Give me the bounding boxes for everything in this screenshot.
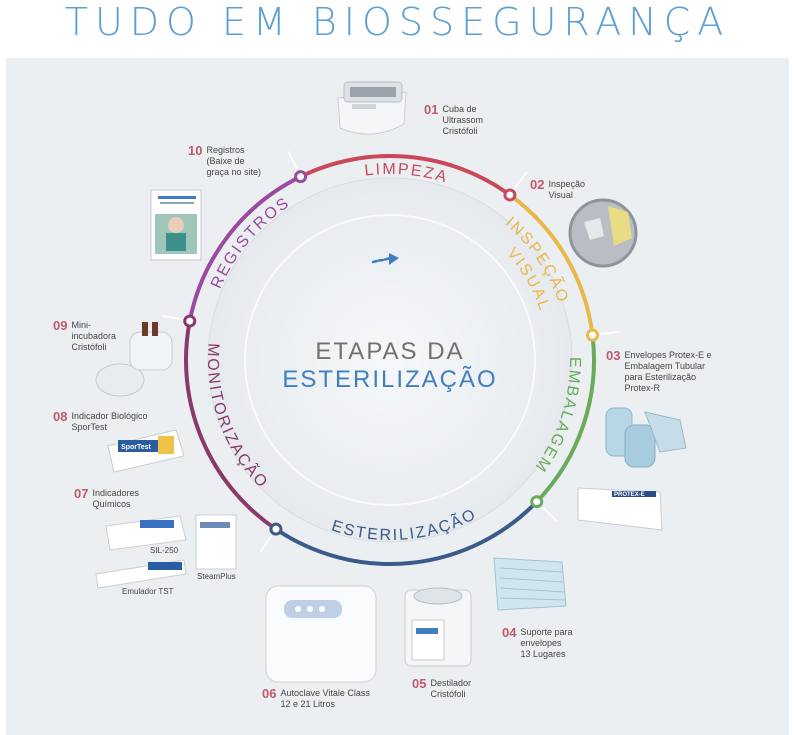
item-01-number: 01 [424,102,439,117]
item-06-number: 06 [262,686,277,701]
stage-node-tick-4 [541,506,558,522]
inspection-lens-image [568,198,638,268]
item-04-number: 04 [502,625,517,640]
item-03-number: 03 [606,348,621,363]
item-02-number: 02 [530,177,545,192]
page-title: TUDO EM BIOSSEGURANÇA [64,0,731,44]
sil-250-caption: SIL-250 [150,546,179,555]
center-title-line2: ESTERILIZAÇÃO [282,366,498,393]
chemical-indicators-image [95,514,237,589]
emulador-tst-caption: Emulador TST [122,587,174,596]
stage-node-tick-1 [287,151,298,170]
stage-node-tick-2 [514,171,527,189]
center-title-line1: ETAPAS DA [315,338,465,365]
stage-arc-2 [507,192,595,338]
mini-incubator-image [95,322,173,397]
stage-node-2 [503,188,517,202]
stage-arc-5 [184,319,278,532]
stage-arc-1 [298,154,512,197]
stage-node-4 [530,495,544,509]
stage-node-5 [269,522,283,536]
stage-node-tick-3 [600,330,621,335]
ultrasonic-tub-image [337,81,407,135]
item-08-number: 08 [53,409,68,424]
sportest-box-label: SporTest [121,444,151,451]
flow-arrow-icon [371,253,399,265]
records-booklet-image [150,189,202,261]
stage-arc-6 [187,174,303,324]
distiller-image [404,587,472,667]
stage-node-tick-6 [162,314,183,321]
protex-e-box-image: PROTEX-E [577,487,663,531]
stage-node-3 [585,328,599,342]
stage-arc-4 [273,499,539,566]
inner-disc-ring [244,214,536,506]
sportest-box-image: SporTest [107,429,185,473]
protex-e-box-label: PROTEX-E [614,492,645,498]
autoclave-image [265,585,377,683]
stage-node-6 [183,314,197,328]
stage-node-1 [294,170,308,184]
steamplus-caption: SteamPlus [197,572,236,581]
item-09-number: 09 [53,318,68,333]
item-05-number: 05 [412,676,427,691]
stage-arc-3 [534,333,596,504]
stage-node-tick-5 [259,535,273,553]
envelope-rack-image [493,557,567,611]
item-10-number: 10 [188,143,203,158]
inner-disc [207,177,573,543]
item-07-number: 07 [74,486,89,501]
protex-tubular-rolls-image [605,407,687,468]
